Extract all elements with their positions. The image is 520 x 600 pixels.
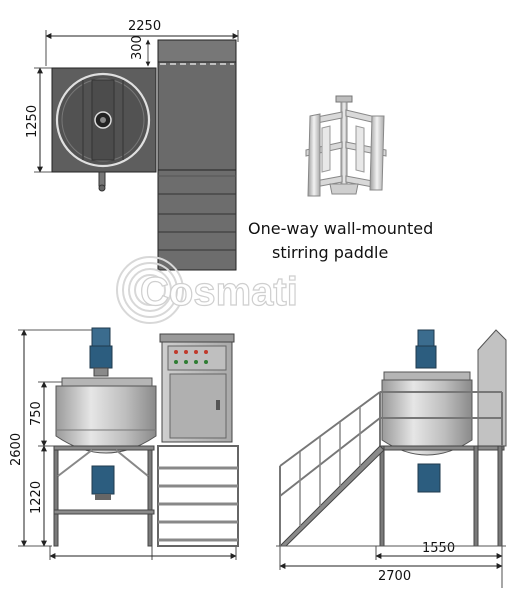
logo-text: Cosmati bbox=[140, 270, 298, 314]
dim-front-upper: 750 bbox=[29, 401, 44, 426]
dim-top-depth: 1250 bbox=[25, 105, 40, 138]
dim-side-total: 2700 bbox=[378, 569, 411, 584]
front-view: 2600 750 1220 bbox=[9, 327, 239, 560]
side-view: 1550 2700 bbox=[276, 329, 507, 588]
caption-line-1: One-way wall-mounted bbox=[248, 219, 433, 238]
dim-front-total: 2600 bbox=[9, 433, 24, 466]
stirring-paddle-illustration bbox=[305, 95, 387, 197]
cosmati-logo: Cosmati bbox=[116, 256, 298, 324]
dim-side-partial: 1550 bbox=[422, 541, 455, 556]
top-view: 2250 300 1250 bbox=[25, 19, 239, 271]
dim-top-width: 2250 bbox=[128, 19, 161, 34]
dim-top-offset: 300 bbox=[130, 35, 145, 60]
dim-front-lower: 1220 bbox=[29, 481, 44, 514]
caption-line-2: stirring paddle bbox=[272, 243, 388, 262]
